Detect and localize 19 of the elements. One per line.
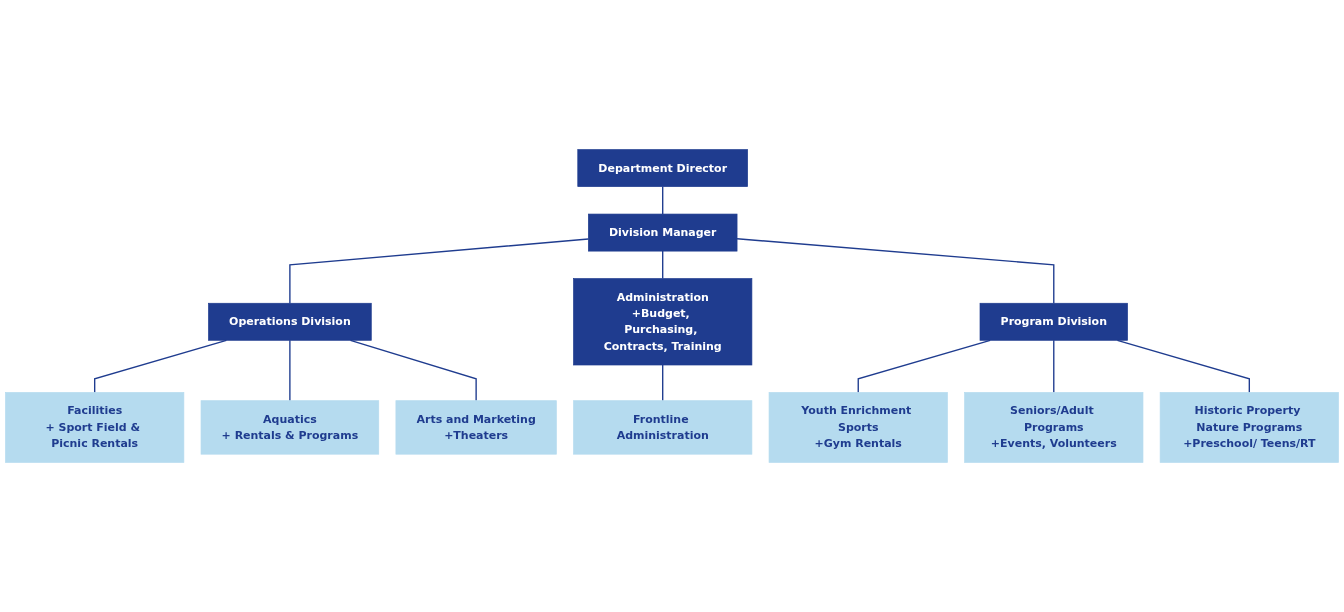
connector	[662, 250, 664, 280]
node-box: Historic Property Nature Programs +Preschool/ Teens/RT	[1159, 392, 1339, 463]
node-box: Department Director	[577, 149, 748, 187]
connector	[736, 238, 1055, 304]
node-box: Facilities + Sport Field & Picnic Rentals	[5, 392, 185, 463]
node-box: Seniors/Adult Programs +Events, Volunteers	[964, 392, 1144, 463]
connector	[289, 238, 590, 304]
connector	[1053, 339, 1055, 394]
node-box: Youth Enrichment Sports +Gym Rentals	[768, 392, 948, 463]
connector	[662, 185, 664, 215]
node-box: Aquatics + Rentals & Programs	[200, 400, 380, 455]
node-box: Arts and Marketing +Theaters	[395, 400, 557, 455]
connector	[289, 339, 291, 402]
connector	[662, 364, 664, 402]
node-box: Operations Division	[208, 302, 372, 341]
node-box: Program Division	[979, 302, 1128, 341]
node-box: Frontline Administration	[573, 400, 753, 455]
node-box: Administration +Budget, Purchasing, Contracts, Training	[573, 278, 753, 366]
node-box: Division Manager	[588, 213, 738, 252]
